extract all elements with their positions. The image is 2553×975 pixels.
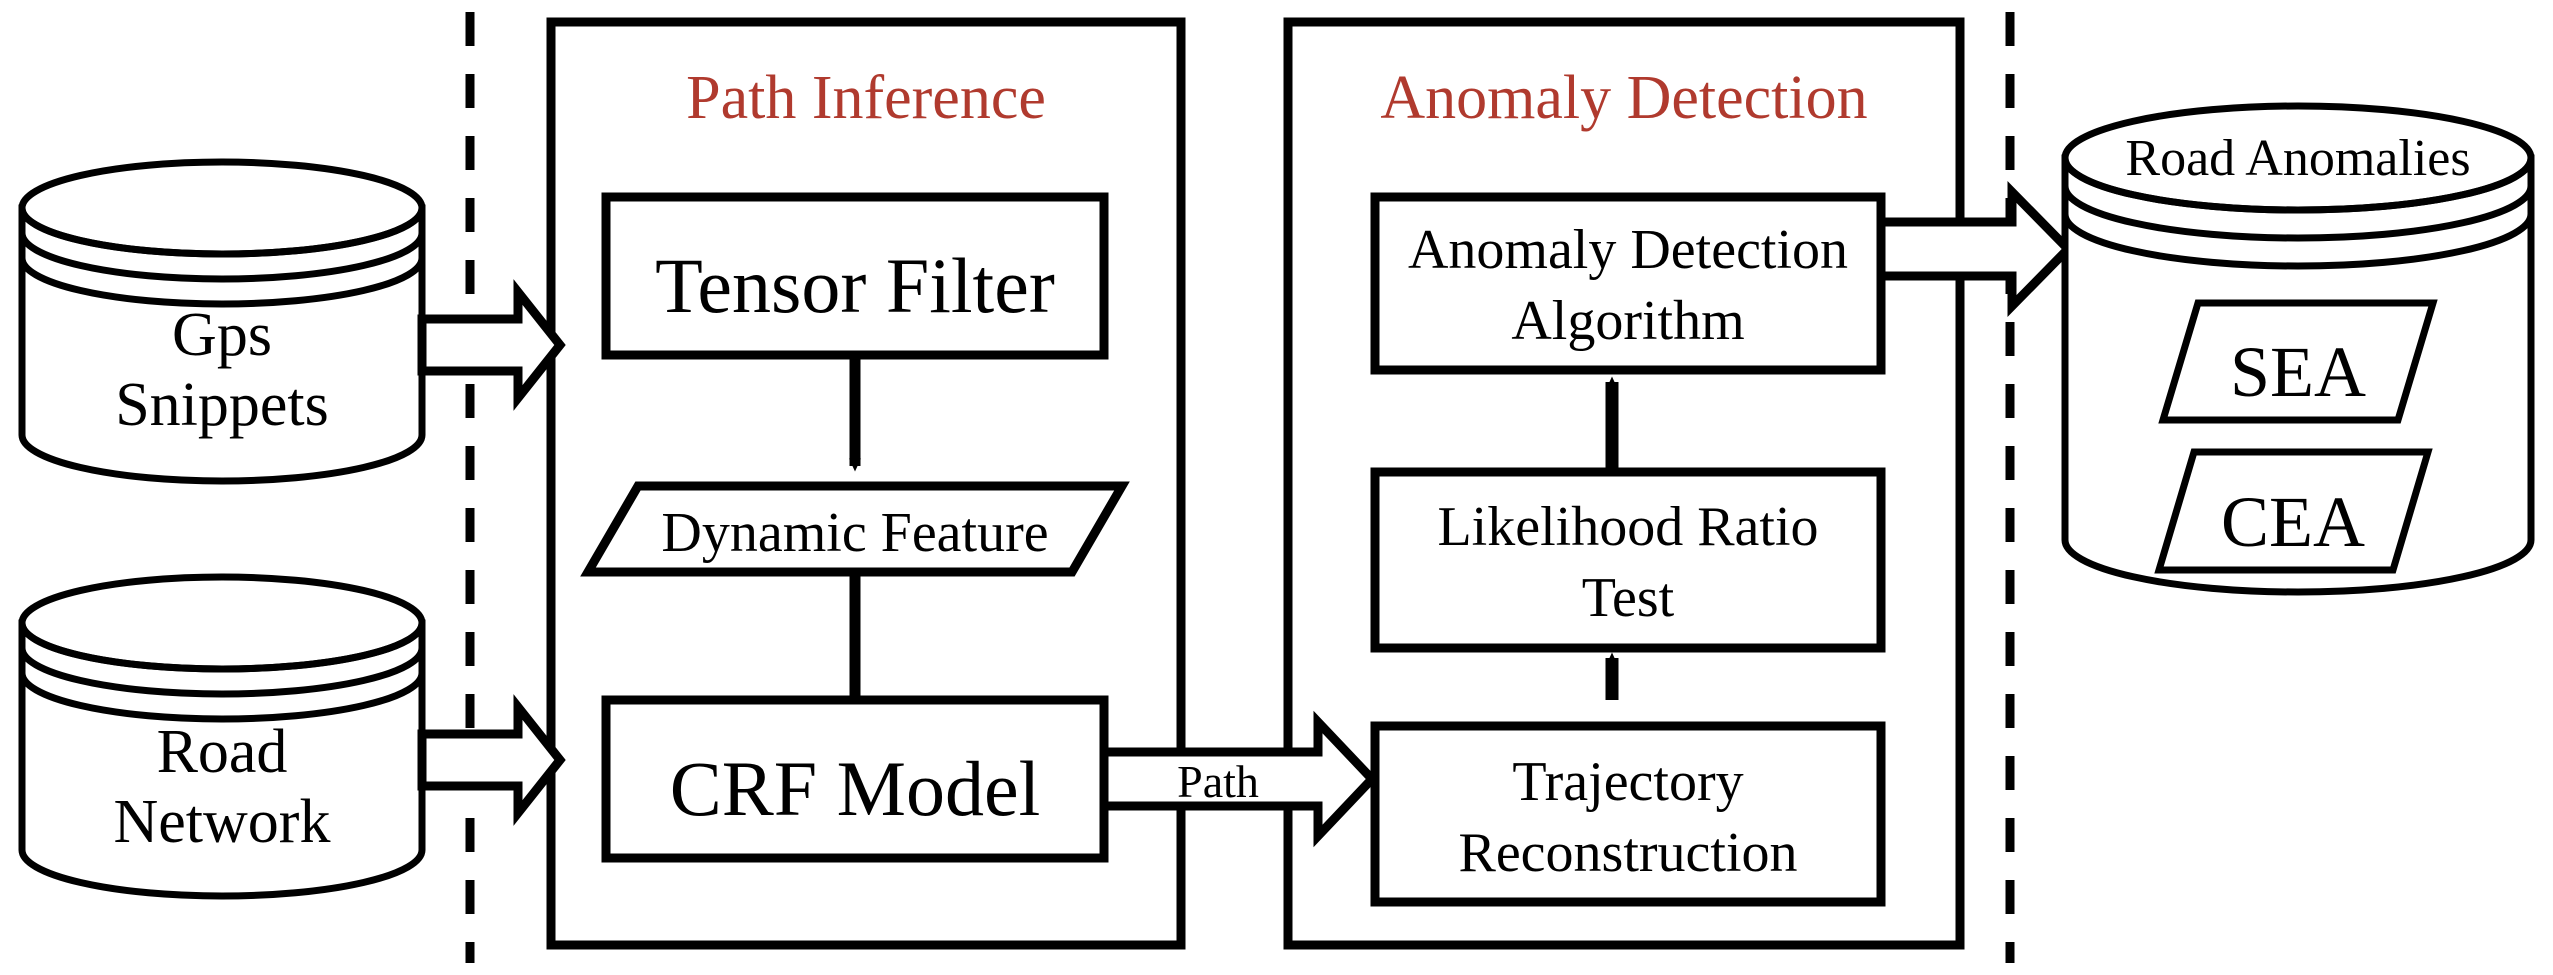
road-network-cylinder: Road Network — [18, 573, 426, 900]
path-edge-label: Path — [1177, 756, 1259, 807]
road-network-label-line-2: Network — [114, 788, 331, 856]
trajectory-reconstruction-box: Trajectory Reconstruction — [1370, 721, 1886, 907]
cea-parallelogram: CEA — [2154, 448, 2433, 574]
dynamic-feature-label: Dynamic Feature — [661, 502, 1048, 564]
path-inference-header: Path Inference — [686, 64, 1046, 132]
anomaly-algorithm-label-line-2: Algorithm — [1511, 290, 1744, 352]
gps-snippets-cylinder: Gps Snippets — [18, 158, 426, 485]
likelihood-ratio-test-box: Likelihood Ratio Test — [1370, 467, 1886, 653]
road-anomalies-cylinder: Road Anomalies SEA CEA — [2061, 102, 2535, 596]
sea-parallelogram: SEA — [2158, 299, 2438, 424]
crf-model-box: CRF Model — [601, 695, 1109, 863]
gps-snippets-label-line-2: Snippets — [115, 371, 329, 439]
dynamic-feature-parallelogram: Dynamic Feature — [580, 481, 1130, 577]
sea-label: SEA — [2230, 332, 2366, 412]
anomaly-detection-algorithm-box: Anomaly Detection Algorithm — [1370, 192, 1886, 375]
road-network-to-path-inference-arrow — [417, 694, 566, 826]
gps-snippets-label-line-1: Gps — [172, 301, 272, 369]
trajectory-reconstruction-label-line-2: Reconstruction — [1458, 822, 1797, 884]
cea-label: CEA — [2221, 482, 2365, 562]
tensor-filter-label: Tensor Filter — [655, 242, 1055, 329]
tensor-filter-box: Tensor Filter — [601, 192, 1109, 360]
likelihood-ratio-test-label-line-1: Likelihood Ratio — [1437, 496, 1818, 558]
anomaly-algorithm-to-road-anomalies-arrow — [1876, 180, 2075, 318]
trajectory-reconstruction-label-line-1: Trajectory — [1512, 751, 1743, 813]
gps-to-path-inference-arrow — [417, 279, 566, 411]
likelihood-ratio-test-label-line-2: Test — [1582, 567, 1675, 629]
road-anomalies-label: Road Anomalies — [2125, 130, 2470, 187]
crf-to-trajectory-path-arrow: Path — [1099, 710, 1379, 848]
anomaly-detection-header: Anomaly Detection — [1380, 64, 1867, 132]
crf-model-label: CRF Model — [670, 745, 1041, 832]
road-network-label-line-1: Road — [157, 718, 288, 786]
anomaly-algorithm-label-line-1: Anomaly Detection — [1408, 219, 1848, 281]
